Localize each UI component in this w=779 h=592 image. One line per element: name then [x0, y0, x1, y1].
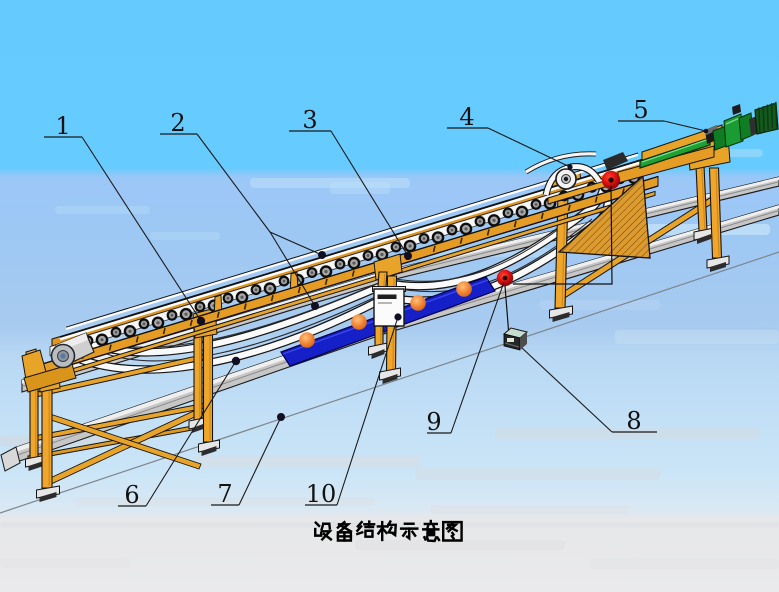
head-pull-switch-ball [601, 170, 621, 190]
callout-4: 4 [447, 103, 573, 170]
ground-line [0, 251, 779, 514]
callout-number-8: 8 [626, 407, 641, 435]
callout-number-1: 1 [55, 112, 70, 140]
conveyor-front-rail [25, 175, 659, 385]
tail-pulley-assembly [21, 332, 95, 393]
signal-cables [504, 185, 613, 331]
callout-number-10: 10 [306, 480, 337, 508]
callout-7: 7 [211, 413, 285, 508]
callout-number-2: 2 [170, 109, 185, 137]
callout-number-9: 9 [426, 408, 441, 436]
walkway-beam-endcap [0, 446, 21, 472]
callout-5: 5 [618, 96, 709, 134]
caption-text: 设备结构示意图 [312, 519, 466, 544]
mid-pull-switch-ball [496, 269, 514, 287]
callout-3: 3 [289, 106, 412, 260]
callout-10: 10 [305, 313, 402, 508]
callout-number-6: 6 [124, 481, 139, 509]
callout-9: 9 [426, 281, 505, 436]
callout-6: 6 [118, 356, 241, 509]
callout-8: 8 [521, 347, 657, 435]
orange-roller-balls [299, 281, 472, 348]
callout-1: 1 [44, 112, 206, 326]
callout-number-5: 5 [633, 96, 648, 124]
mid-support-control-box [368, 253, 406, 384]
callout-number-7: 7 [217, 480, 232, 508]
callout-number-3: 3 [302, 106, 317, 134]
sensor-device [502, 327, 529, 351]
callout-2-branch [269, 231, 319, 310]
callouts: 1 2 3 4 5 6 7 10 9 8 [44, 96, 709, 509]
caption: 设备结构示意图 [312, 519, 466, 544]
callout-number-4: 4 [459, 103, 474, 131]
